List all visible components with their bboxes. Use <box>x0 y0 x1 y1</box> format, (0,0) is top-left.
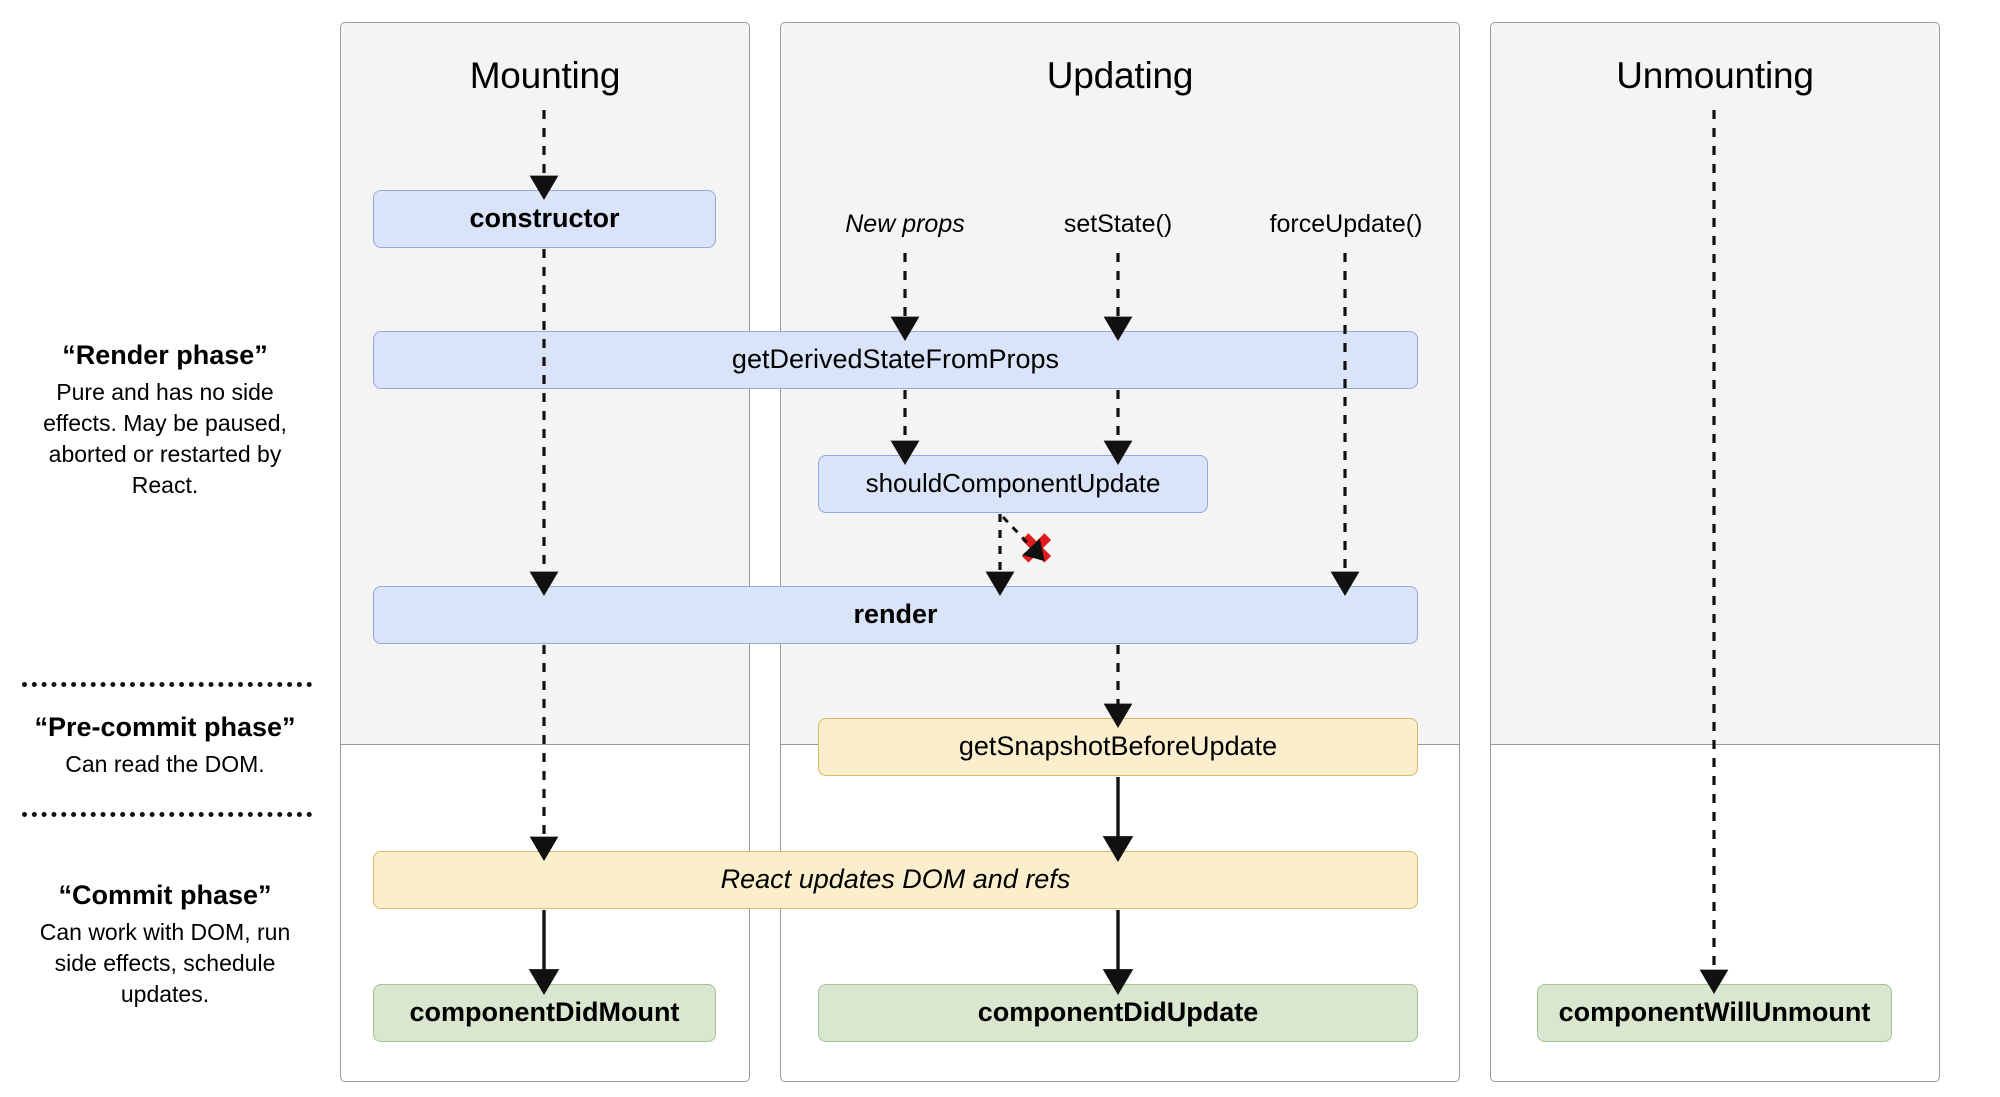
node-get-derived-state-from-props[interactable]: getDerivedStateFromProps <box>373 331 1418 389</box>
node-render-label: render <box>853 599 938 630</box>
node-should-component-update-label: shouldComponentUpdate <box>865 468 1161 499</box>
skip-update-x-icon: ✖ <box>1018 524 1055 575</box>
node-react-updates-dom-and-refs-label: React updates DOM and refs <box>720 864 1071 895</box>
node-component-will-unmount[interactable]: componentWillUnmount <box>1537 984 1892 1042</box>
node-component-did-mount-label: componentDidMount <box>409 997 680 1028</box>
node-constructor-label: constructor <box>469 203 620 234</box>
node-constructor[interactable]: constructor <box>373 190 716 248</box>
phase-legend-render-title: “Render phase” <box>62 340 268 370</box>
node-component-did-update[interactable]: componentDidUpdate <box>818 984 1418 1042</box>
phase-divider-top <box>22 682 312 687</box>
node-get-snapshot-before-update-label: getSnapshotBeforeUpdate <box>958 731 1278 762</box>
phase-legend-commit-title: “Commit phase” <box>58 880 272 910</box>
column-title-mounting: Mounting <box>469 55 621 96</box>
phase-legend-pre-commit: “Pre-commit phase” Can read the DOM. <box>10 712 320 780</box>
trigger-set-state: setState() <box>1063 210 1173 238</box>
phase-legend-commit-body: Can work with DOM, run side effects, sch… <box>39 919 291 1008</box>
node-render[interactable]: render <box>373 586 1418 644</box>
node-get-derived-state-from-props-label: getDerivedStateFromProps <box>731 344 1060 375</box>
trigger-new-props: New props <box>845 210 965 238</box>
phase-legend-pre-commit-body: Can read the DOM. <box>65 751 265 777</box>
node-component-did-mount[interactable]: componentDidMount <box>373 984 716 1042</box>
column-unmounting-render-band <box>1491 23 1939 745</box>
node-component-did-update-label: componentDidUpdate <box>977 997 1259 1028</box>
node-get-snapshot-before-update[interactable]: getSnapshotBeforeUpdate <box>818 718 1418 776</box>
node-component-will-unmount-label: componentWillUnmount <box>1558 997 1871 1028</box>
phase-divider-bottom <box>22 812 312 817</box>
column-title-unmounting: Unmounting <box>1616 55 1814 96</box>
trigger-force-update: forceUpdate() <box>1269 210 1423 238</box>
phase-legend-commit: “Commit phase” Can work with DOM, run si… <box>20 880 310 1010</box>
column-title-updating: Updating <box>1046 55 1194 96</box>
phase-legend-pre-commit-title: “Pre-commit phase” <box>34 712 296 742</box>
phase-legend-render-body: Pure and has no side effects. May be pau… <box>43 379 287 499</box>
node-react-updates-dom-and-refs[interactable]: React updates DOM and refs <box>373 851 1418 909</box>
node-should-component-update[interactable]: shouldComponentUpdate <box>818 455 1208 513</box>
phase-legend-render: “Render phase” Pure and has no side effe… <box>20 340 310 501</box>
